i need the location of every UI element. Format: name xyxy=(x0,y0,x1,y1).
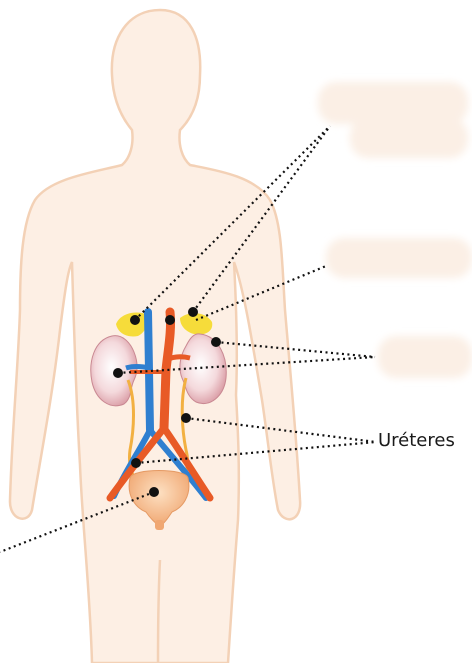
dot-adrenal-right xyxy=(188,307,198,317)
renal-vein-left xyxy=(125,364,151,371)
kidney-right xyxy=(179,333,227,404)
pointer-dots xyxy=(113,307,221,497)
leader-lines xyxy=(0,125,377,554)
label-ureteres: Uréteres xyxy=(378,430,455,451)
adrenal-gland-right xyxy=(180,313,213,335)
hidden-label-box-3 xyxy=(378,336,472,378)
hidden-label-box-1 xyxy=(318,82,468,158)
leg-divider xyxy=(156,559,162,663)
bladder xyxy=(128,470,190,527)
renal-artery-right xyxy=(164,354,191,363)
dot-kidney-left xyxy=(113,368,123,378)
body-silhouette xyxy=(8,8,302,663)
dot-aorta xyxy=(165,315,175,325)
iliac-artery-right xyxy=(160,424,214,502)
dot-kidney-right xyxy=(211,337,221,347)
dot-ureter-left xyxy=(131,458,141,468)
dot-bladder xyxy=(149,487,159,497)
dot-ureter-right xyxy=(181,413,191,423)
dot-adrenal-left xyxy=(130,315,140,325)
hidden-label-box-2 xyxy=(326,238,472,278)
urethra xyxy=(155,520,164,530)
